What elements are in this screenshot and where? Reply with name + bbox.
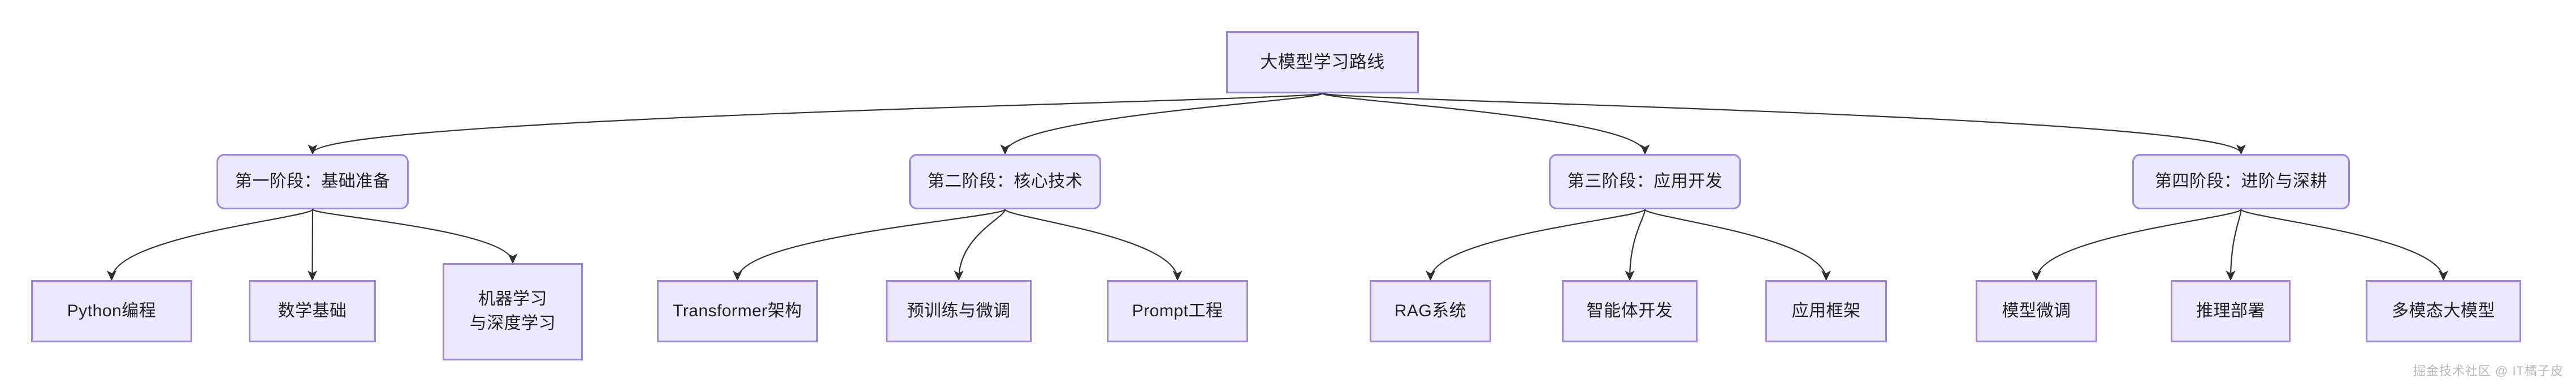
node-label: 机器学习 与深度学习 — [469, 290, 556, 333]
edge-root-to-stage2 — [1000, 92, 1323, 155]
node-label: 数学基础 — [278, 301, 347, 320]
node-label: 推理部署 — [2196, 301, 2265, 320]
node-label: 模型微调 — [2002, 301, 2071, 320]
edge-stage4-to-leaf12 — [2240, 208, 2449, 281]
node-label: Python编程 — [67, 301, 157, 320]
node-label: Prompt工程 — [1132, 301, 1223, 320]
node-leaf7[interactable]: RAG系统 — [1370, 280, 1491, 342]
edge-stage1-to-leaf1 — [106, 208, 314, 281]
edge-stage4-to-leaf10 — [2031, 208, 2242, 281]
node-leaf2[interactable]: 数学基础 — [249, 280, 376, 342]
watermark-label: 掘金技术社区 @ IT橘子皮 — [2413, 364, 2564, 378]
node-leaf5[interactable]: 预训练与微调 — [886, 280, 1032, 342]
node-label: RAG系统 — [1394, 301, 1467, 320]
node-stage4[interactable]: 第四阶段：进阶与深耕 — [2132, 154, 2350, 209]
edge-stage2-to-leaf4 — [733, 208, 1006, 281]
node-leaf8[interactable]: 智能体开发 — [1562, 280, 1698, 342]
edge-stage1-to-leaf3 — [311, 208, 518, 264]
edge-root-to-stage4 — [1322, 92, 2246, 155]
node-leaf10[interactable]: 模型微调 — [1976, 280, 2097, 342]
node-label: 第二阶段：核心技术 — [927, 171, 1083, 191]
node-stage2[interactable]: 第二阶段：核心技术 — [909, 154, 1101, 209]
edge-stage3-to-leaf8 — [1625, 209, 1646, 281]
edge-stage3-to-leaf7 — [1425, 208, 1646, 281]
node-leaf9[interactable]: 应用框架 — [1765, 280, 1887, 342]
edge-stage2-to-leaf6 — [1004, 208, 1183, 281]
edge-stage4-to-leaf11 — [2226, 209, 2242, 281]
node-stage3[interactable]: 第三阶段：应用开发 — [1549, 154, 1741, 209]
node-label: 多模态大模型 — [2392, 301, 2495, 320]
edge-stage3-to-leaf9 — [1644, 208, 1832, 281]
node-leaf3[interactable]: 机器学习 与深度学习 — [443, 263, 583, 360]
edge-stage2-to-leaf5 — [954, 209, 1006, 281]
node-leaf4[interactable]: Transformer架构 — [657, 280, 818, 342]
node-label: 第三阶段：应用开发 — [1567, 171, 1723, 191]
node-leaf1[interactable]: Python编程 — [31, 280, 192, 342]
edge-root-to-stage3 — [1322, 92, 1650, 155]
node-label: 大模型学习路线 — [1260, 51, 1385, 72]
node-leaf12[interactable]: 多模态大模型 — [2366, 280, 2521, 342]
node-label: Transformer架构 — [673, 301, 802, 320]
node-leaf11[interactable]: 推理部署 — [2171, 280, 2291, 342]
node-label: 第四阶段：进阶与深耕 — [2155, 171, 2327, 191]
node-label: 第一阶段：基础准备 — [235, 171, 391, 191]
node-root[interactable]: 大模型学习路线 — [1226, 31, 1419, 93]
node-label: 智能体开发 — [1586, 301, 1673, 320]
node-label: 预训练与微调 — [907, 301, 1011, 320]
node-label: 应用框架 — [1791, 301, 1861, 320]
node-leaf6[interactable]: Prompt工程 — [1107, 280, 1248, 342]
edge-paths — [106, 92, 2449, 281]
edge-root-to-stage1 — [308, 92, 1323, 155]
node-stage1[interactable]: 第一阶段：基础准备 — [217, 154, 409, 209]
